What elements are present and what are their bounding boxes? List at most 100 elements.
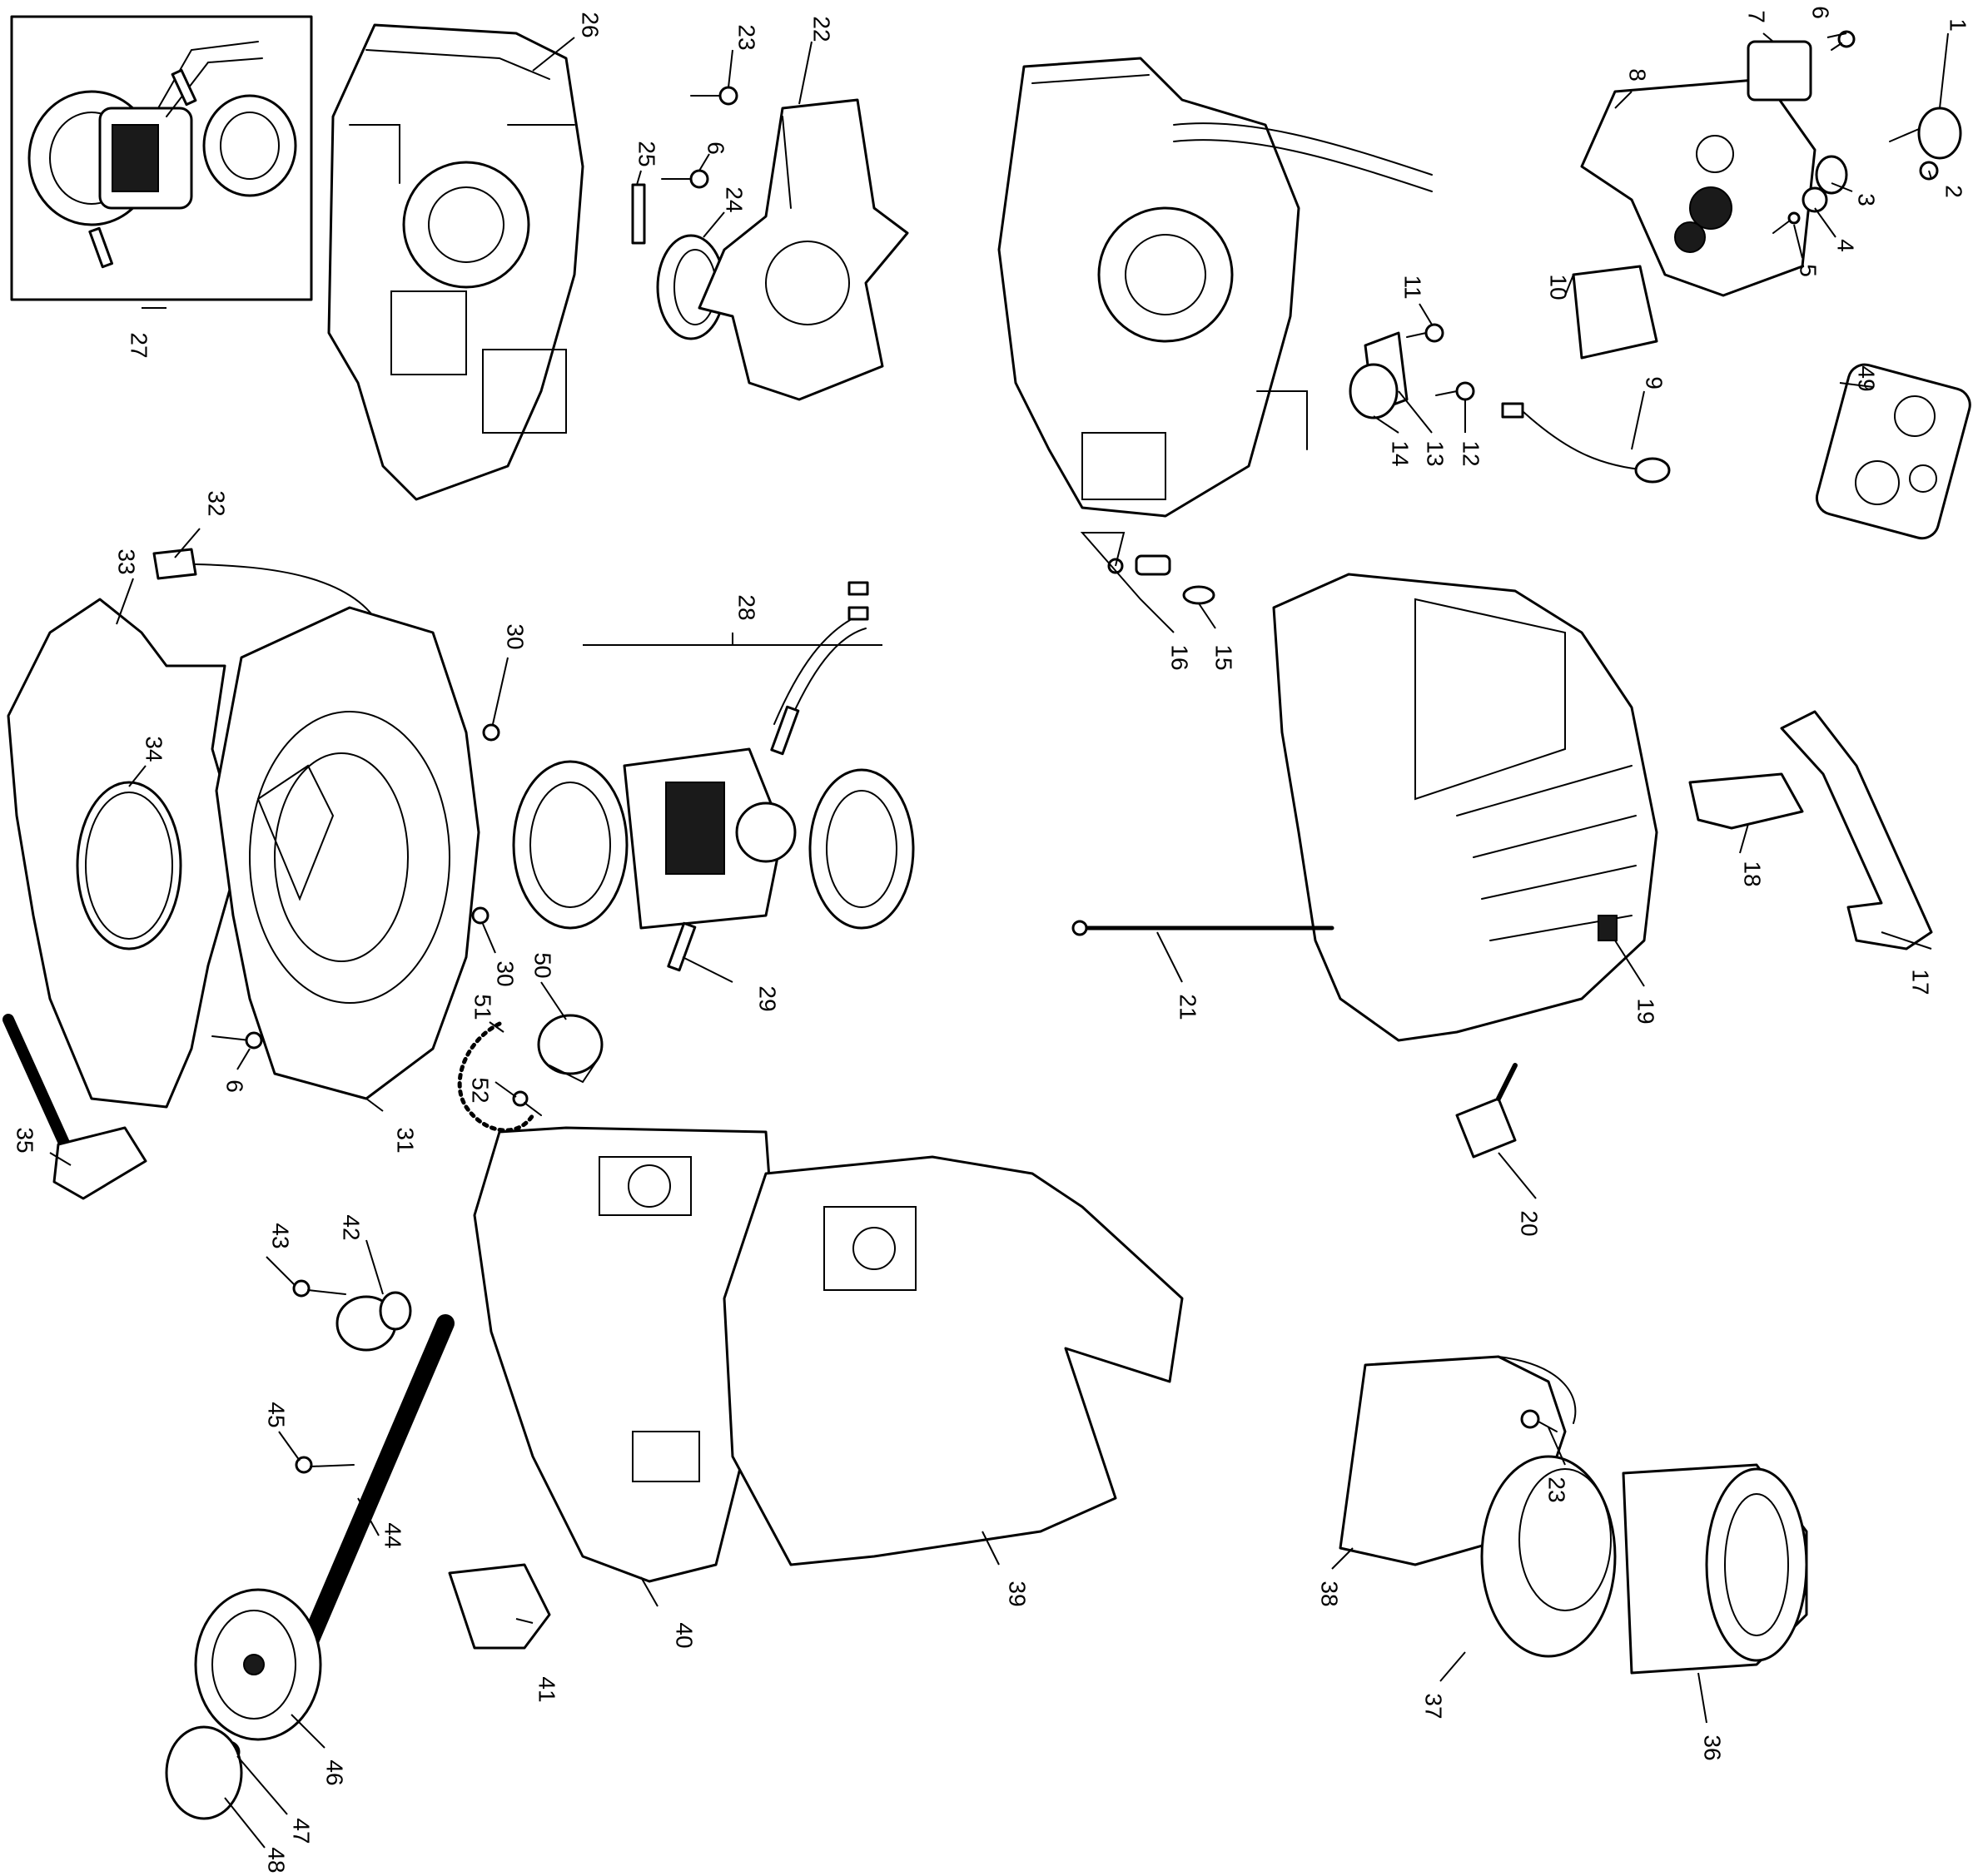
callout-6-panel: 6 <box>1808 6 1834 19</box>
callout-5: 5 <box>1796 264 1821 277</box>
callout-40: 40 <box>672 1622 698 1648</box>
callout-23-bottom: 23 <box>1544 1476 1570 1502</box>
part-cover-housing <box>1272 573 1658 1042</box>
part-39-filter-bag <box>723 1155 1184 1566</box>
callout-21: 21 <box>1175 994 1201 1020</box>
part-23-screw-top <box>690 86 738 106</box>
callout-20: 20 <box>1517 1210 1543 1236</box>
part-35-tool <box>2 1014 147 1200</box>
callout-4: 4 <box>1833 239 1859 252</box>
callout-34: 34 <box>142 736 167 762</box>
part-44-axle <box>291 1314 455 1674</box>
callout-35: 35 <box>12 1127 38 1153</box>
callout-27: 27 <box>127 332 152 358</box>
part-4-ring <box>1802 186 1828 213</box>
part-18-handle-grip <box>1688 772 1804 830</box>
part-30-washer-top <box>482 723 500 742</box>
callout-39: 39 <box>1005 1581 1031 1606</box>
part-17-handle <box>1780 710 1933 950</box>
housing-top-right <box>997 57 1433 518</box>
part-29-carbon-brush <box>667 705 800 972</box>
callout-12: 12 <box>1459 440 1484 466</box>
part-36-cartridge-filter <box>1622 1463 1808 1675</box>
callout-11: 11 <box>1400 275 1426 299</box>
part-11-screw <box>1406 323 1444 343</box>
part-22-deflector <box>698 98 909 401</box>
part-43-screw <box>292 1279 346 1298</box>
part-51-chain <box>457 1021 535 1133</box>
callout-44: 44 <box>380 1522 406 1548</box>
part-30-washer-bottom <box>471 906 490 925</box>
part-40-container <box>473 1126 776 1583</box>
part-10-pcb <box>1572 265 1658 360</box>
part-7-switch-cap <box>1747 40 1812 102</box>
part-31-base-plate <box>215 606 480 1100</box>
part-15-clip <box>1182 585 1215 605</box>
callout-6-base: 6 <box>222 1079 248 1093</box>
callout-23-top: 23 <box>734 24 760 50</box>
callout-14: 14 <box>1388 440 1414 466</box>
part-49-label-plate <box>1815 363 1971 540</box>
part-6-screw-top <box>661 169 709 189</box>
callout-36: 36 <box>1700 1735 1726 1760</box>
callout-49: 49 <box>1854 365 1880 391</box>
callout-19: 19 <box>1633 998 1659 1024</box>
callout-43: 43 <box>268 1223 294 1248</box>
part-28-motor <box>512 581 915 930</box>
part-1-knob <box>1889 107 1962 160</box>
callout-52: 52 <box>468 1077 494 1103</box>
callout-51: 51 <box>470 994 496 1020</box>
part-14-capacitor <box>1349 363 1399 419</box>
part-25-bracket <box>631 183 646 245</box>
callout-17: 17 <box>1908 969 1934 995</box>
callout-8: 8 <box>1625 68 1651 82</box>
callout-46: 46 <box>322 1759 348 1785</box>
part-42-caster <box>335 1291 412 1352</box>
part-26-housing-top <box>327 23 584 501</box>
part-48-cap <box>165 1725 243 1820</box>
callout-7: 7 <box>1744 10 1770 23</box>
callout-37: 37 <box>1421 1693 1447 1719</box>
callout-47: 47 <box>289 1818 315 1844</box>
leader-lines <box>49 32 1949 1849</box>
callout-labels: 27 26 23 22 6 25 24 1 6 7 8 2 3 4 5 10 4… <box>12 6 1971 1873</box>
part-3-knob-small <box>1815 155 1848 195</box>
callout-45: 45 <box>264 1402 290 1427</box>
callout-25: 25 <box>634 141 660 166</box>
callout-42: 42 <box>339 1214 365 1240</box>
part-37-filter-holder <box>1480 1455 1617 1658</box>
part-41-latch <box>448 1563 551 1650</box>
part-52-screw <box>512 1090 542 1116</box>
callout-50: 50 <box>530 952 556 978</box>
part-45-screw <box>295 1456 355 1474</box>
callout-30-top: 30 <box>503 623 529 649</box>
part-27-motor-assembly-inset <box>10 15 313 301</box>
callout-10: 10 <box>1546 274 1572 300</box>
callout-16: 16 <box>1167 644 1193 670</box>
callout-15: 15 <box>1211 644 1237 670</box>
callout-28: 28 <box>734 594 760 620</box>
part-8-control-panel <box>1580 77 1816 297</box>
part-9-cable <box>1501 402 1671 484</box>
part-46-wheel <box>194 1588 322 1741</box>
callout-31: 31 <box>393 1127 419 1153</box>
part-19-clip <box>1598 915 1618 941</box>
part-23-screw-bottom <box>1520 1409 1558 1432</box>
callout-2: 2 <box>1941 185 1967 198</box>
callout-13: 13 <box>1423 440 1449 466</box>
callout-6-top: 6 <box>703 141 729 155</box>
part-5-screw <box>1772 211 1801 234</box>
part-6-screw-base <box>211 1031 263 1050</box>
part-16-sensor <box>1107 554 1171 576</box>
callout-22: 22 <box>809 16 835 42</box>
callout-33: 33 <box>114 548 140 574</box>
callout-3: 3 <box>1854 193 1880 206</box>
part-34-seal-ring <box>76 781 182 950</box>
callout-29: 29 <box>755 985 781 1011</box>
callout-26: 26 <box>578 12 604 37</box>
callout-41: 41 <box>534 1676 560 1702</box>
callout-24: 24 <box>722 186 748 212</box>
callout-1: 1 <box>1946 18 1971 32</box>
